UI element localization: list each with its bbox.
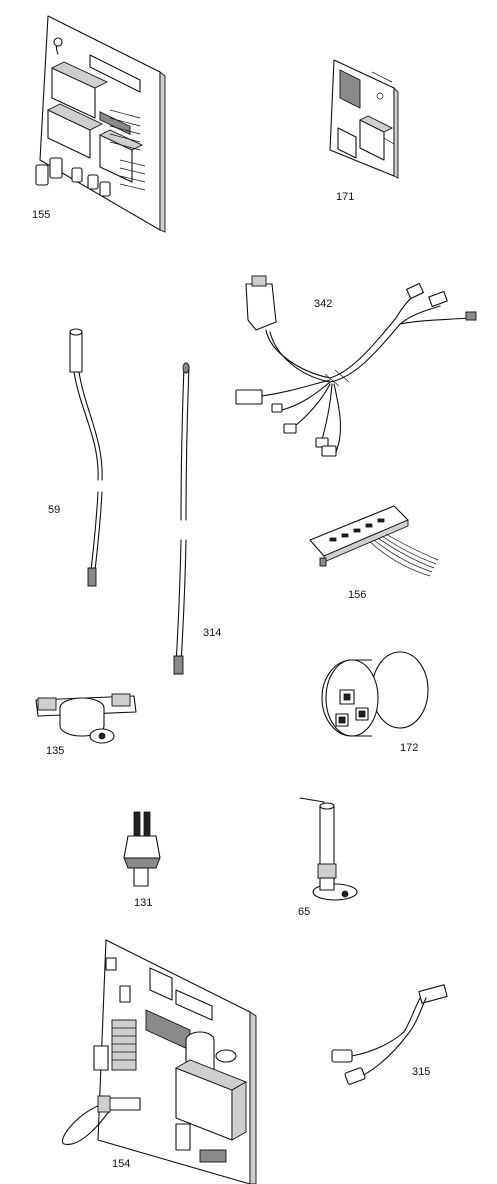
part-label-172: 172: [400, 742, 418, 754]
part-171-pcb-board-icon: [329, 59, 399, 179]
part-342-wiring-harness-icon: [235, 275, 477, 457]
part-label-342: 342: [314, 298, 332, 310]
part-131-ntc-sensor-icon: [123, 811, 161, 887]
part-156-display-board-icon: [309, 505, 439, 577]
part-314-temperature-sensor-probe-icon: [173, 362, 190, 675]
part-label-155: 155: [32, 209, 50, 221]
part-label-131: 131: [134, 897, 152, 909]
part-154-main-pcb-icon: [61, 939, 257, 1184]
part-label-315: 315: [412, 1066, 430, 1078]
part-label-156: 156: [348, 589, 366, 601]
part-label-135: 135: [46, 745, 64, 757]
part-155-pcb-board-icon: [35, 15, 166, 233]
part-label-171: 171: [336, 191, 354, 203]
part-65-ignition-electrode-icon: [299, 797, 358, 901]
part-59-temperature-sensor-probe-icon: [69, 328, 103, 587]
part-172-solenoid-coil-icon: [321, 651, 429, 737]
part-label-59: 59: [48, 504, 60, 516]
part-label-154: 154: [112, 1158, 130, 1170]
part-315-sensor-lead-icon: [331, 984, 448, 1085]
part-135-thermostat-switch-icon: [35, 693, 137, 744]
part-label-65: 65: [298, 906, 310, 918]
part-label-314: 314: [203, 627, 221, 639]
